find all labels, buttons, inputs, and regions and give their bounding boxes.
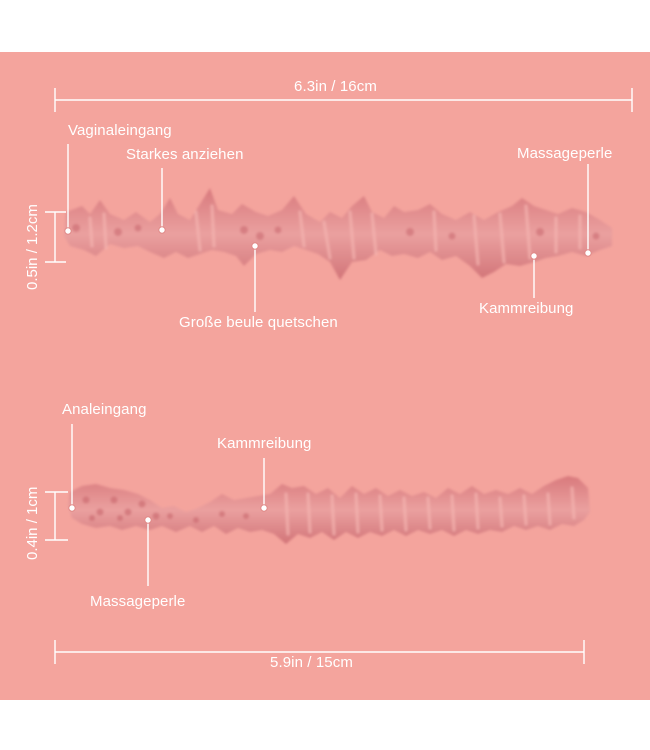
bottom-leader-lines xyxy=(71,424,265,586)
top-diameter-dimension xyxy=(45,211,66,263)
label-bottom-comb-friction: Kammreibung xyxy=(217,435,312,452)
label-bottom-massage-beads: Massageperle xyxy=(90,593,186,610)
vaginal-canal-shape xyxy=(64,188,612,280)
bottom-diameter-label: 0.4in / 1cm xyxy=(24,486,41,560)
label-top-comb-friction: Kammreibung xyxy=(479,300,574,317)
label-strong-suction: Starkes anziehen xyxy=(126,146,244,163)
diagram-background xyxy=(0,52,650,700)
top-leader-lines xyxy=(67,144,589,312)
label-vaginal-entrance: Vaginaleingang xyxy=(68,122,172,139)
label-anal-entrance: Analeingang xyxy=(62,401,147,418)
bottom-length-label: 5.9in / 15cm xyxy=(270,654,353,671)
anal-canal-shape xyxy=(68,476,590,544)
bottom-marker-dots xyxy=(68,504,268,524)
label-big-bump-squeeze: Große beule quetschen xyxy=(179,314,338,331)
top-marker-dots xyxy=(64,226,592,260)
top-length-label: 6.3in / 16cm xyxy=(294,78,377,95)
top-diameter-label: 0.5in / 1.2cm xyxy=(24,204,41,290)
bottom-length-dimension xyxy=(54,640,585,664)
top-length-dimension xyxy=(54,88,633,112)
label-top-massage-beads: Massageperle xyxy=(517,145,613,162)
bottom-diameter-dimension xyxy=(45,491,68,541)
